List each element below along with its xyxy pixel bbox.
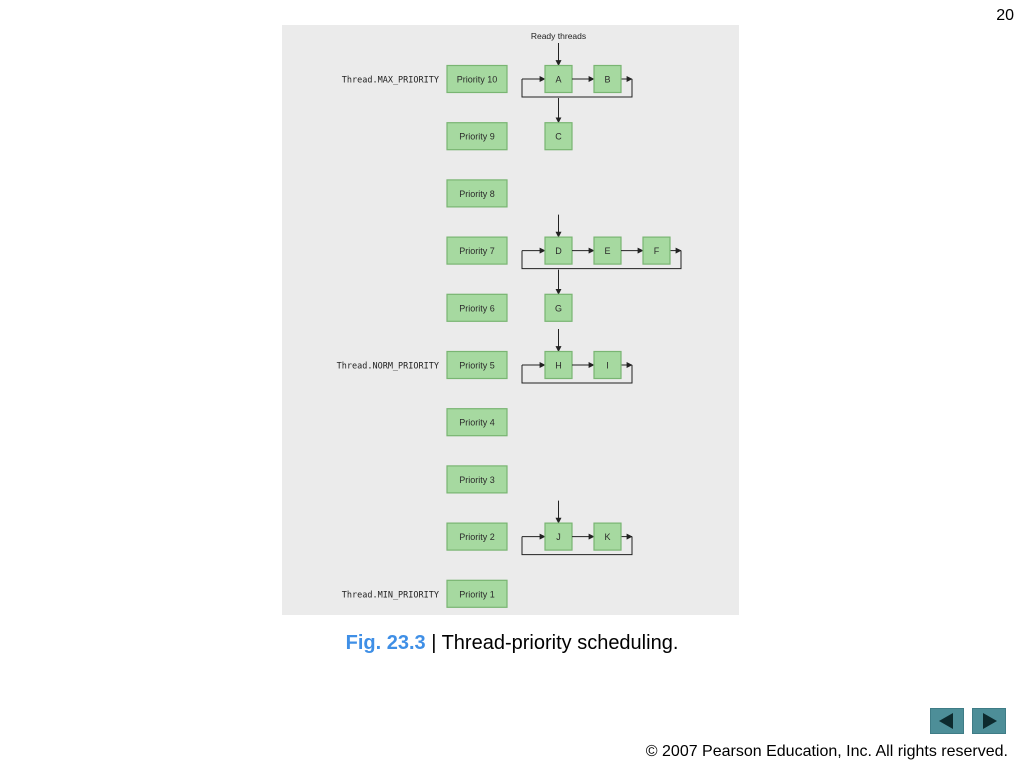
thread-priority-diagram: Priority 10 Thread.MAX_PRIORITY A B C Priorit… <box>337 31 682 608</box>
thread-f-box <box>642 236 671 265</box>
thread-i-box <box>593 350 622 380</box>
thread-f-label: F <box>654 246 660 256</box>
next-slide-button[interactable] <box>972 708 1006 734</box>
round-robin-loop <box>521 79 633 98</box>
thread-k-label: K <box>604 532 610 542</box>
page-number: 20 <box>996 7 1014 24</box>
copyright-notice: © 2007 Pearson Education, Inc. All right… <box>645 743 1008 760</box>
priority-constant-label: Thread.MIN_PRIORITY <box>342 590 439 600</box>
ready-threads-label: Ready threads <box>531 31 586 41</box>
thread-d-label: D <box>555 246 562 256</box>
priority-3-label: Priority 3 <box>459 475 495 485</box>
priority-8-label: Priority 8 <box>459 189 495 199</box>
priority-5-label: Priority 5 <box>459 361 495 371</box>
priority-3-box <box>446 465 508 494</box>
round-robin-loop <box>521 250 682 270</box>
round-robin-loop <box>521 365 633 384</box>
priority-9-label: Priority 9 <box>459 132 495 142</box>
priority-6-box <box>446 293 508 322</box>
priority-6-label: Priority 6 <box>459 303 495 313</box>
figure-caption: Fig. 23.3 | Thread-priority scheduling. <box>0 632 1024 655</box>
right-triangle-icon <box>983 713 997 729</box>
priority-2-box <box>446 522 508 551</box>
left-triangle-icon <box>939 713 953 729</box>
round-robin-loop <box>521 536 633 556</box>
priority-7-label: Priority 7 <box>459 246 495 256</box>
previous-slide-button[interactable] <box>930 708 964 734</box>
priority-4-box <box>446 408 508 437</box>
caption-text: Thread-priority scheduling. <box>441 632 679 654</box>
thread-d-box <box>544 236 573 265</box>
priority-10-box <box>446 64 508 94</box>
priority-9-box <box>446 122 508 151</box>
thread-e-box <box>593 236 622 265</box>
figure-panel: Priority 10 Thread.MAX_PRIORITY A B C Priorit… <box>282 25 739 615</box>
thread-j-box <box>544 522 573 551</box>
thread-e-label: E <box>604 246 610 256</box>
caption-separator: | <box>425 632 442 654</box>
priority-8-box <box>446 179 508 208</box>
thread-i-label: I <box>606 361 609 371</box>
thread-g-box <box>544 293 573 322</box>
priority-constant-label: Thread.NORM_PRIORITY <box>337 362 439 372</box>
thread-k-box <box>593 522 622 551</box>
thread-j-label: J <box>556 532 561 542</box>
priority-1-label: Priority 1 <box>459 589 495 599</box>
priority-5-box <box>446 350 508 380</box>
priority-constant-label: Thread.MAX_PRIORITY <box>342 76 439 86</box>
priority-10-label: Priority 10 <box>457 75 498 85</box>
figure-number: Fig. 23.3 <box>345 632 426 654</box>
thread-h-label: H <box>555 361 562 371</box>
thread-b-box <box>593 64 622 94</box>
priority-1-box <box>446 579 508 608</box>
thread-c-box <box>544 122 573 151</box>
thread-a-box <box>544 64 573 94</box>
priority-7-box <box>446 236 508 265</box>
thread-a-label: A <box>555 75 561 85</box>
thread-b-label: B <box>604 75 610 85</box>
priority-2-label: Priority 2 <box>459 532 495 542</box>
thread-c-label: C <box>555 132 562 142</box>
thread-g-label: G <box>555 303 562 313</box>
priority-4-label: Priority 4 <box>459 418 495 428</box>
